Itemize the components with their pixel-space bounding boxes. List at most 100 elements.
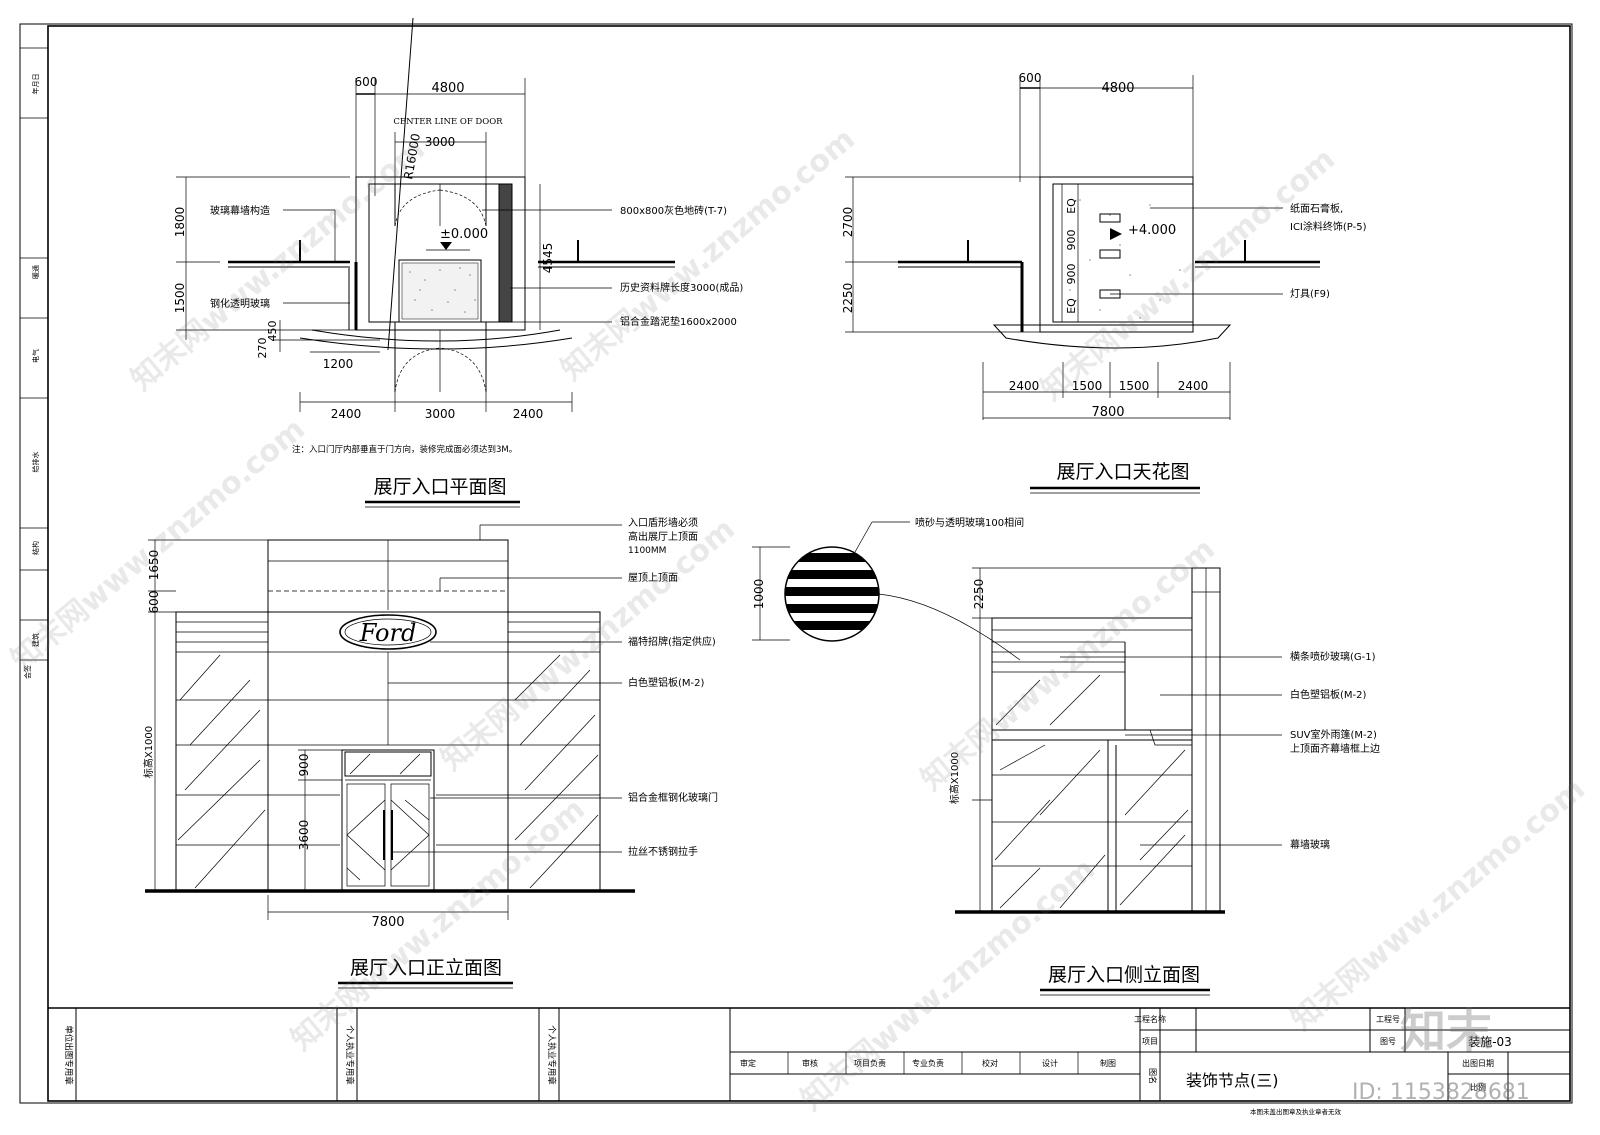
plan-title: 展厅入口平面图 xyxy=(373,476,506,498)
plan-dim-1200: 1200 xyxy=(323,357,354,371)
figure-name-label: 图名 xyxy=(1148,1068,1158,1084)
plan-dim-270: 270 xyxy=(256,338,269,359)
ceiling-label-gypsum-1: 纸面石膏板, xyxy=(1290,202,1343,215)
plan-bottom-dim-3000: 3000 xyxy=(425,407,456,421)
plan-radius-label: R16000 xyxy=(401,132,423,180)
ceiling-bottom-dim-1500a: 1500 xyxy=(1072,379,1103,393)
role-discipline-lead: 专业负责 xyxy=(912,1058,944,1068)
side-strip-date: 年月日 xyxy=(31,74,40,95)
front-label-sign: 福特招牌(指定供应) xyxy=(628,635,716,648)
ceiling-dim-600: 600 xyxy=(1019,71,1042,85)
plan-note: 注：入口门厅内部垂直于门方向，装修完成面必须达到3M。 xyxy=(292,444,517,455)
front-label-wall-3: 1100MM xyxy=(628,546,666,556)
role-check: 校对 xyxy=(982,1058,998,1068)
side-strip-structure: 结构 xyxy=(31,541,40,555)
project-no-label: 工程号 xyxy=(1376,1015,1400,1024)
side-strip-plumbing: 给排水 xyxy=(31,452,40,473)
ceiling-title: 展厅入口天花图 xyxy=(1056,461,1189,483)
entrance-front-elevation: Ford 1650 600 标高X1000 900 3600 7800 xyxy=(142,516,718,989)
plan-level-mark: ±0.000 xyxy=(440,227,488,242)
side-label-canopy-2: 上顶面齐幕墙框上边 xyxy=(1290,742,1380,755)
project-label: 项目 xyxy=(1142,1037,1158,1046)
ceiling-dim-900b: 900 xyxy=(1065,264,1078,285)
plan-dim-4545: 4545 xyxy=(541,243,555,274)
plan-label-history-board: 历史资料牌长度3000(成品) xyxy=(620,281,743,294)
front-label-door: 铝合金框钢化玻璃门 xyxy=(628,791,718,804)
personal-seal-label-2: 个人执业专用章 xyxy=(546,1025,557,1085)
side-dim-2250: 2250 xyxy=(972,579,986,610)
ceiling-dim-2250: 2250 xyxy=(841,283,855,314)
ceiling-level-mark: +4.000 xyxy=(1128,223,1176,238)
side-label-frosted: 横条喷砂玻璃(G-1) xyxy=(1290,650,1376,663)
ceiling-dim-900a: 900 xyxy=(1065,230,1078,251)
ceiling-eq-bottom: EQ xyxy=(1065,298,1078,314)
side-strip: 年月日 暖通 电气 给排水 结构 建筑 会签 xyxy=(23,74,40,680)
front-label-wall-1: 入口盾形墙必须 xyxy=(628,516,698,529)
side-strip-architecture: 建筑 xyxy=(31,633,40,647)
front-dim-1650: 1650 xyxy=(147,550,161,581)
plan-label-mat: 铝合金踏泥垫1600x2000 xyxy=(620,315,737,328)
front-height-label: 标高X1000 xyxy=(142,726,155,778)
role-drafting: 制图 xyxy=(1100,1058,1116,1068)
front-label-handle: 拉丝不锈钢拉手 xyxy=(628,845,698,858)
plan-dim-450: 450 xyxy=(266,321,279,342)
ceiling-label-light: 灯具(F9) xyxy=(1290,288,1330,300)
side-label-canopy-1: SUV室外雨篷(M-2) xyxy=(1290,728,1377,741)
entrance-ceiling-view: 600 4800 2700 2250 EQ 900 900 EQ xyxy=(841,71,1367,494)
side-strip-electrical: 电气 xyxy=(31,349,40,363)
plan-dim-3000: 3000 xyxy=(425,135,456,149)
front-dim-900: 900 xyxy=(297,754,311,777)
frosted-glass-detail: 1000 喷砂与透明玻璃100相间 xyxy=(752,516,1024,661)
unit-seal-label: 单位出图专用章 xyxy=(63,1025,74,1085)
entrance-plan-view: 600 4800 3000 CENTER LINE OF DOOR R16000… xyxy=(173,17,743,508)
side-label-curtain: 幕墙玻璃 xyxy=(1290,838,1330,851)
role-approve: 审定 xyxy=(740,1058,756,1068)
ceiling-dim-4800: 4800 xyxy=(1101,81,1134,96)
role-project-lead: 项目负责 xyxy=(854,1058,886,1068)
front-dim-3600: 3600 xyxy=(297,820,311,851)
detail-dim-1000: 1000 xyxy=(752,579,766,610)
ratio-label: 比例 xyxy=(1470,1082,1486,1092)
plan-bottom-dim-2400a: 2400 xyxy=(331,407,362,421)
front-label-roof: 屋顶上顶面 xyxy=(628,572,678,584)
plan-label-tempered-glass: 钢化透明玻璃 xyxy=(210,297,270,310)
side-strip-countersign: 会签 xyxy=(23,665,32,679)
ceiling-bottom-dim-1500b: 1500 xyxy=(1119,379,1150,393)
plan-center-line-label: CENTER LINE OF DOOR xyxy=(393,117,503,127)
plan-label-floor-tile: 800x800灰色地砖(T-7) xyxy=(620,204,727,217)
sheet-frame xyxy=(19,23,1573,1104)
plan-bottom-dim-2400b: 2400 xyxy=(513,407,544,421)
side-label-panel: 白色塑铝板(M-2) xyxy=(1290,688,1366,701)
footer-note: 本图未盖出图章及执业章者无效 xyxy=(1250,1107,1342,1116)
front-title: 展厅入口正立面图 xyxy=(350,957,502,979)
watermark-brand: 知末 xyxy=(1400,1004,1492,1058)
plan-dim-4800: 4800 xyxy=(431,81,464,96)
front-dim-600: 600 xyxy=(147,591,161,614)
title-block: 单位出图专用章 个人执业专用章 个人执业专用章 工程名称 项目 工程号 图号 装… xyxy=(48,1007,1570,1116)
front-label-panel: 白色塑铝板(M-2) xyxy=(628,676,704,689)
plan-dim-600: 600 xyxy=(355,75,378,89)
front-label-wall-2: 高出展厅上顶面 xyxy=(628,530,698,543)
side-title: 展厅入口侧立面图 xyxy=(1048,964,1200,986)
date-label: 出图日期 xyxy=(1462,1058,1494,1068)
ceiling-total-dim: 7800 xyxy=(1091,405,1124,420)
drawing-no-value: 装施-03 xyxy=(1468,1035,1512,1049)
ceiling-bottom-dim-2400a: 2400 xyxy=(1009,379,1040,393)
ford-logo-text: Ford xyxy=(359,619,417,647)
ceiling-dim-2700: 2700 xyxy=(841,207,855,238)
front-total-dim: 7800 xyxy=(371,915,404,930)
plan-dim-1800: 1800 xyxy=(173,207,187,238)
ceiling-label-gypsum-2: ICI涂料终饰(P-5) xyxy=(1290,220,1367,233)
side-strip-hvac: 暖通 xyxy=(31,265,40,279)
ceiling-eq-top: EQ xyxy=(1065,198,1078,214)
role-review: 审核 xyxy=(802,1058,818,1068)
drawing-no-label: 图号 xyxy=(1380,1037,1396,1046)
watermark-id: ID: 1153828681 xyxy=(1352,1080,1530,1105)
ceiling-bottom-dim-2400b: 2400 xyxy=(1178,379,1209,393)
role-design: 设计 xyxy=(1042,1058,1058,1068)
plan-label-curtain-wall: 玻璃幕墙构造 xyxy=(210,204,270,217)
detail-label: 喷砂与透明玻璃100相间 xyxy=(915,516,1024,529)
plan-dim-1500: 1500 xyxy=(173,283,187,314)
